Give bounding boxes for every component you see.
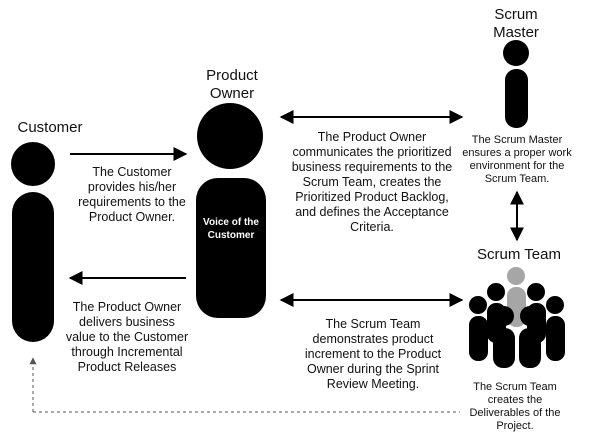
customer-to-po-text: The Customer provides his/her requiremen…: [78, 165, 186, 224]
scrum-master-note: The Scrum Master ensures a proper work e…: [462, 134, 572, 185]
scrum-master-figure: [503, 40, 529, 128]
customer-label: Customer: [17, 119, 83, 136]
scrum-team-label: Scrum Team: [477, 246, 561, 263]
scrum-team-note: The Scrum Team creates the Deliverables …: [469, 381, 561, 432]
voice-of-customer-text: Voice of the Customer: [203, 217, 259, 241]
team-to-po-text: The Scrum Team demonstrates product incr…: [304, 317, 442, 391]
po-to-scrum-text: The Product Owner communicates the prior…: [291, 130, 453, 234]
product-owner-figure: [196, 103, 266, 318]
product-owner-label: Product Owner: [206, 67, 258, 102]
po-to-customer-text: The Product Owner delivers business valu…: [65, 300, 189, 374]
scrum-team-figures: [469, 267, 565, 368]
customer-figure: [11, 142, 55, 342]
scrum-master-label: Scrum Master: [493, 6, 539, 41]
